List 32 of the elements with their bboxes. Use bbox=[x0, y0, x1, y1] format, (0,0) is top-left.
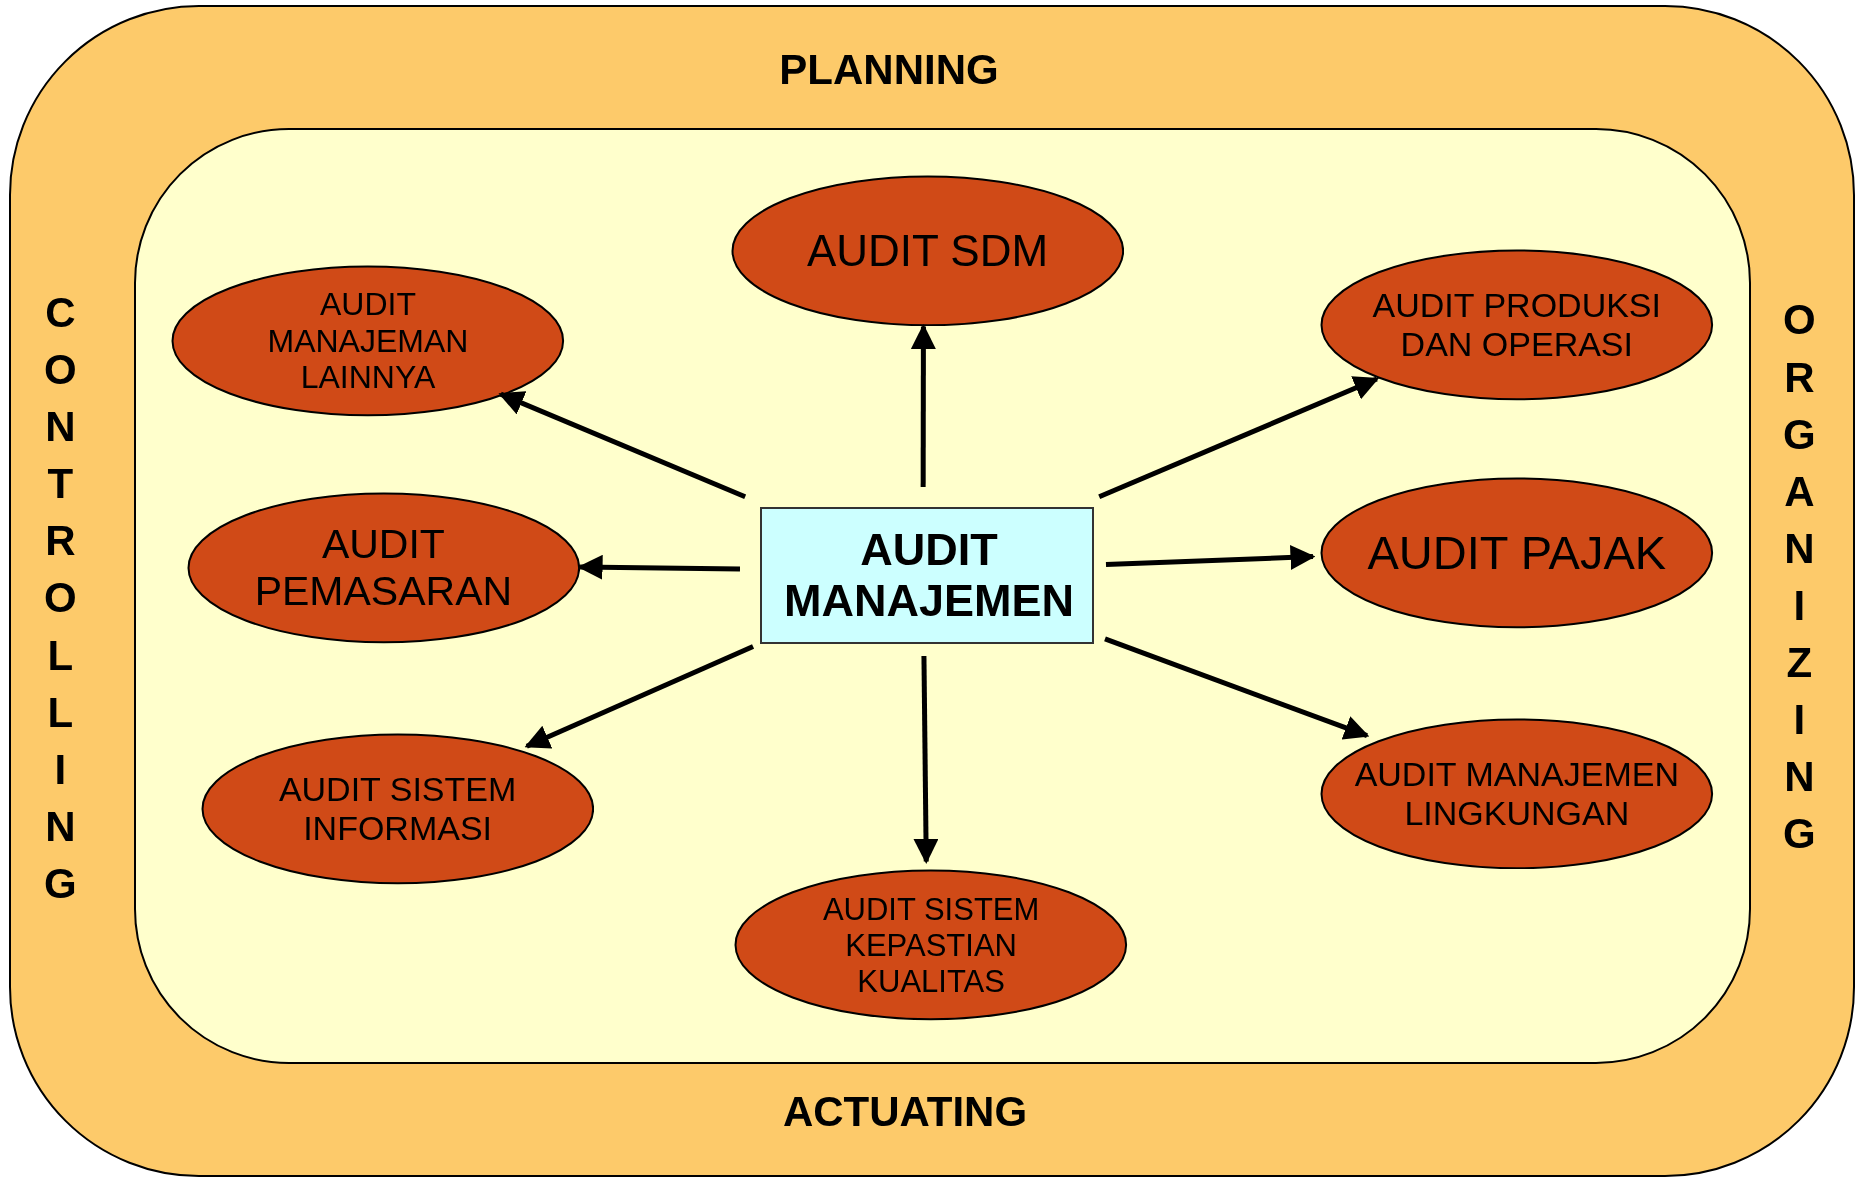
ellipse-label: AUDIT MANAJEMAN LAINNYA bbox=[266, 285, 470, 396]
ellipse-label: AUDIT MANAJEMEN LINGKUNGAN bbox=[1353, 754, 1680, 833]
ellipse-label: AUDIT SISTEM KEPASTIAN KUALITAS bbox=[821, 891, 1041, 999]
arrow bbox=[1098, 376, 1380, 500]
rounded-band bbox=[9, 5, 1855, 1177]
ellipse-label: AUDIT PEMASARAN bbox=[253, 521, 514, 616]
center-box bbox=[760, 507, 1094, 644]
ellipse-node bbox=[200, 733, 595, 885]
ellipse-label: AUDIT SDM bbox=[805, 225, 1050, 276]
ellipse-node bbox=[1320, 249, 1714, 402]
ellipse-label: AUDIT SISTEM INFORMASI bbox=[277, 769, 518, 849]
ellipse-node bbox=[186, 492, 581, 645]
ellipse-node bbox=[730, 174, 1125, 327]
arrow bbox=[1104, 636, 1370, 740]
ellipse-node bbox=[171, 264, 565, 417]
arrow bbox=[913, 655, 939, 864]
arrow bbox=[498, 391, 747, 500]
ellipse-label: AUDIT PAJAK bbox=[1366, 525, 1668, 580]
arrow bbox=[1105, 544, 1316, 570]
ellipse-node bbox=[1320, 477, 1714, 629]
ellipse-node bbox=[734, 869, 1128, 1022]
inner-panel bbox=[134, 128, 1751, 1064]
arrow bbox=[577, 554, 741, 580]
band-label: ORGANIZING bbox=[1783, 295, 1816, 860]
box-label: AUDIT MANAJEMEN bbox=[783, 523, 1075, 628]
band-label: ACTUATING bbox=[782, 1087, 1028, 1137]
ellipse-node bbox=[1320, 717, 1714, 870]
ellipse-label: AUDIT PRODUKSI DAN OPERASI bbox=[1371, 286, 1662, 365]
arrow bbox=[524, 644, 755, 749]
band-label: CONTROLLING bbox=[44, 287, 77, 909]
arrow bbox=[910, 324, 936, 487]
band-label: PLANNING bbox=[779, 45, 999, 95]
